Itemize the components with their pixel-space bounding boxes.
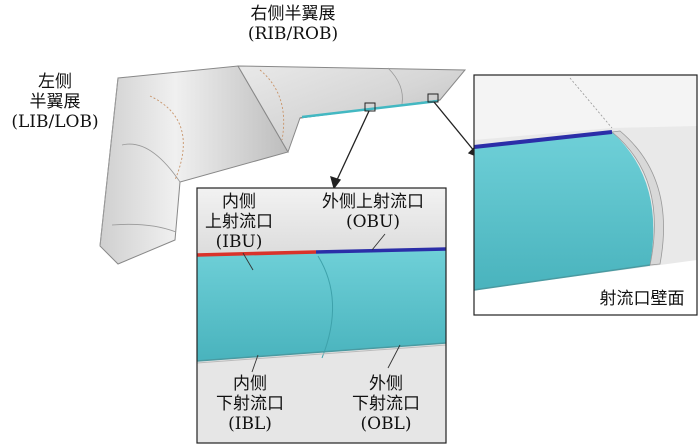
outer-upper-slot (315, 247, 447, 254)
inner-upper-outlet-label: 内侧 上射流口 (IBU) (205, 192, 273, 252)
detail-marker-left (364, 102, 376, 112)
inner-lower-outlet-label: 内侧 下射流口 (IBL) (216, 374, 284, 434)
left-half-wing (99, 65, 289, 265)
inset-jet-wall (473, 74, 698, 316)
inset-jet-outlets (196, 187, 447, 444)
outer-lower-outlet-label: 外侧 下射流口 (OBL) (352, 374, 420, 434)
outer-upper-outlet-label: 外侧上射流口 (OBU) (322, 192, 424, 232)
jet-wall-label: 射流口壁面 (590, 289, 694, 309)
left-wing-label: 左侧 半翼展 (LIB/LOB) (11, 72, 99, 132)
detail-marker-right (427, 93, 439, 103)
right-wing-label: 右侧半翼展 (RIB/ROB) (247, 4, 339, 44)
inner-upper-slot (196, 250, 317, 257)
right-half-wing (149, 65, 467, 181)
callout-arrows (330, 101, 480, 190)
